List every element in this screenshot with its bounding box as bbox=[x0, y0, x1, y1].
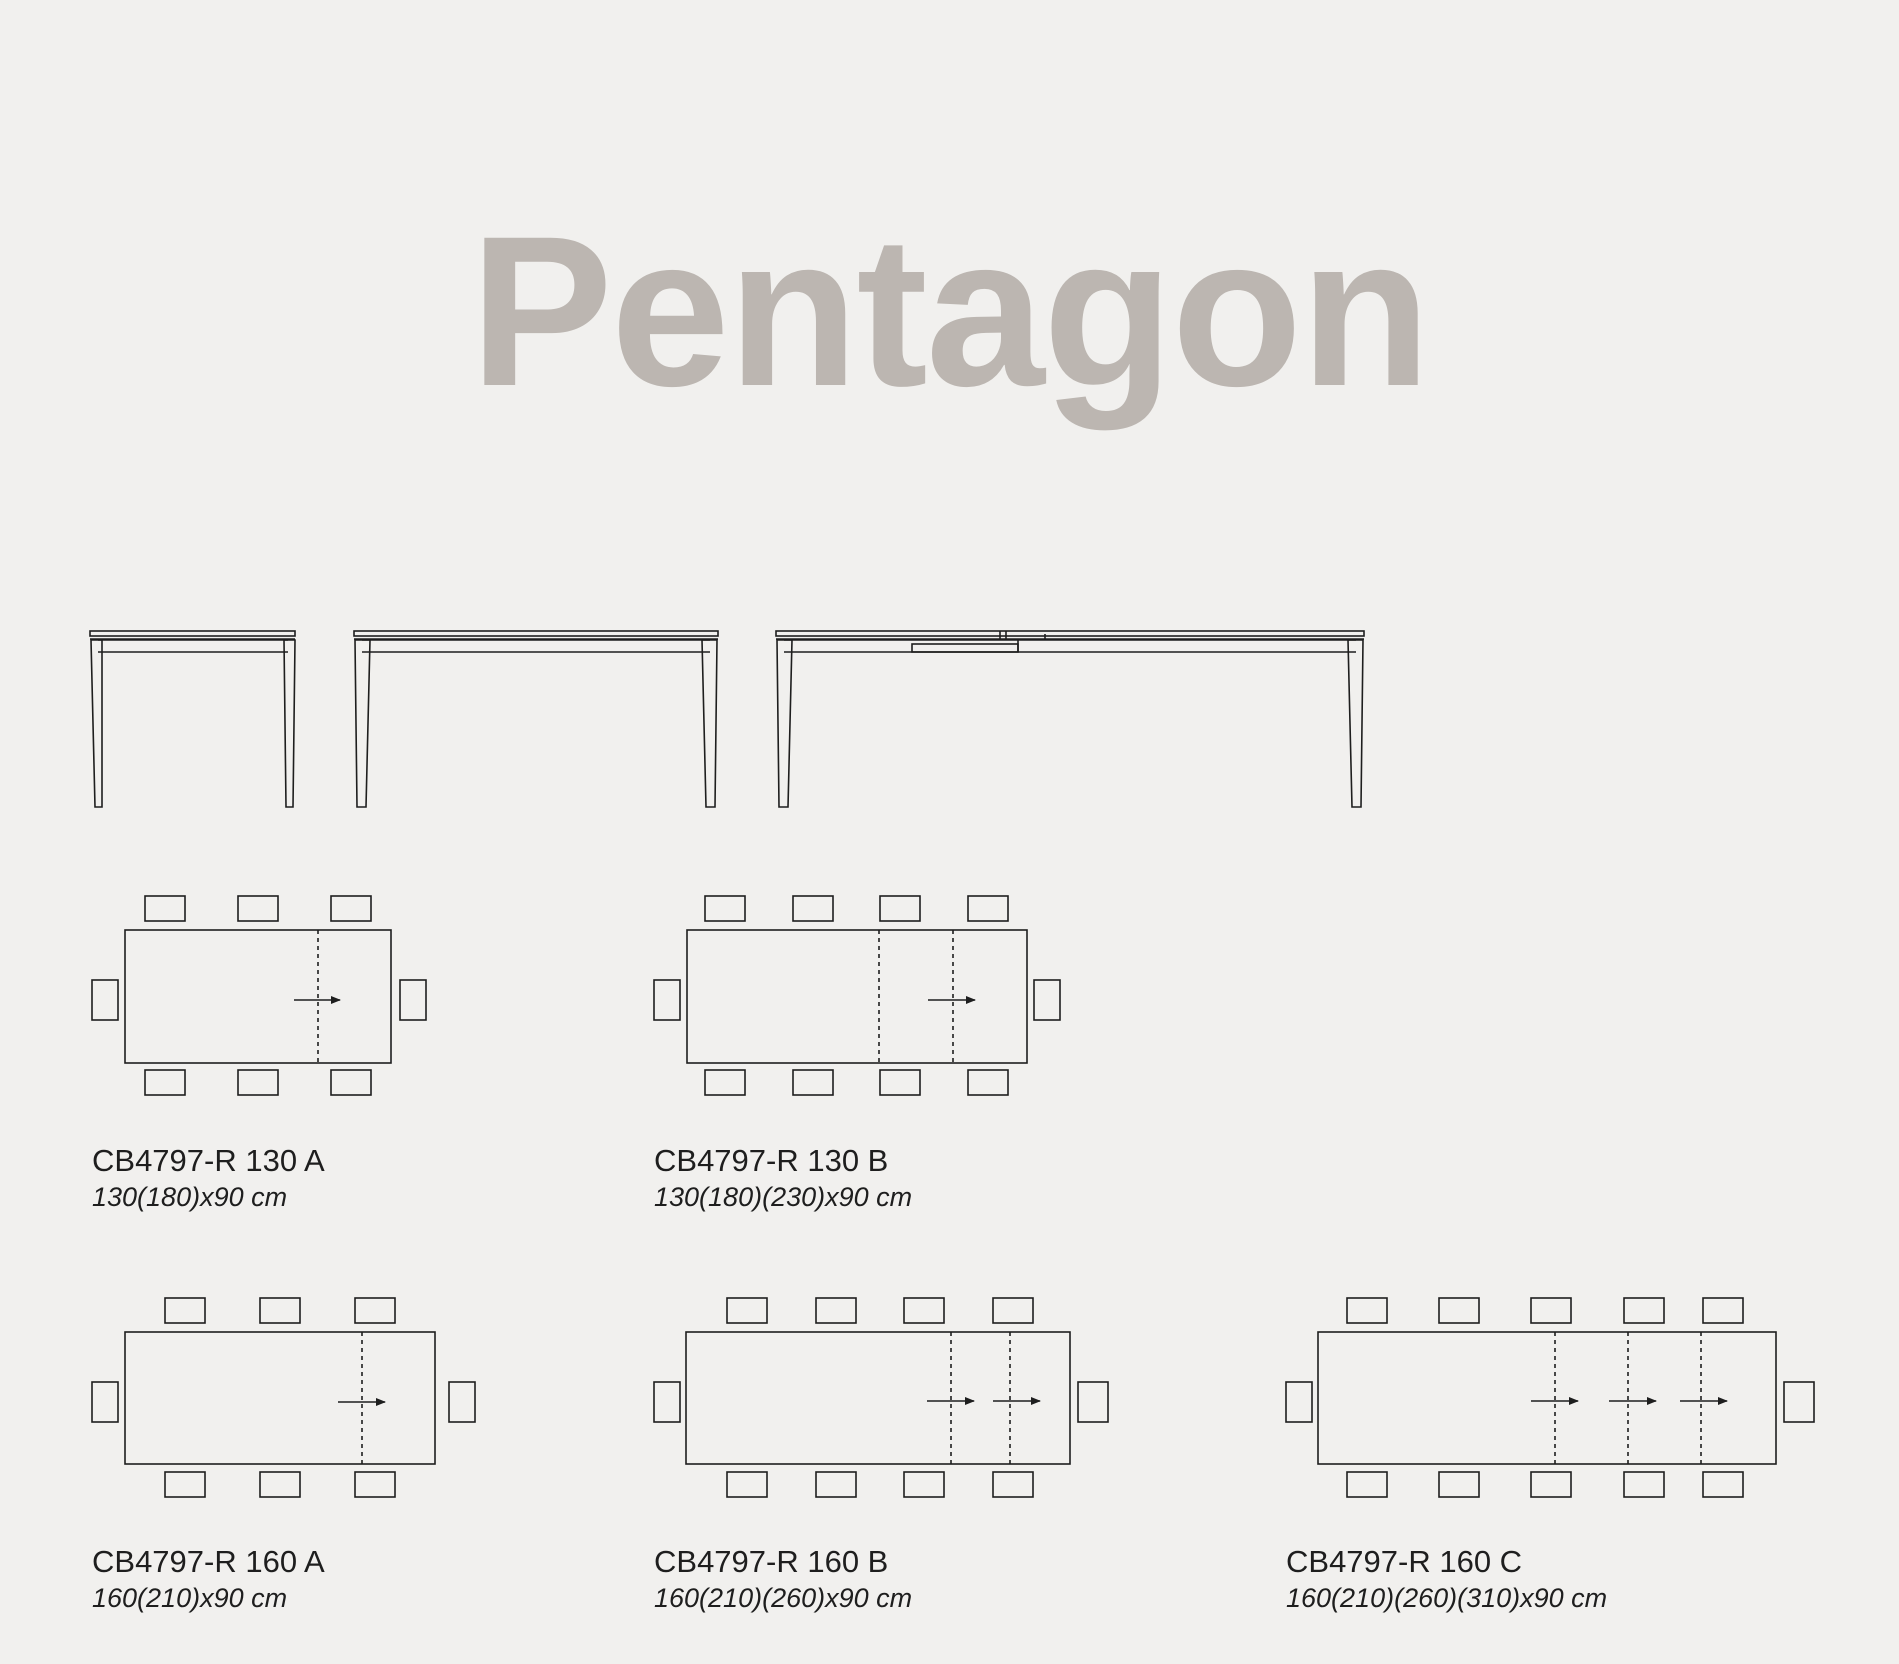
chair bbox=[259, 1297, 301, 1324]
chair bbox=[237, 895, 279, 922]
product-dimensions: 130(180)x90 cm bbox=[92, 1182, 288, 1212]
table-elevations bbox=[89, 630, 1365, 808]
chair bbox=[726, 1471, 768, 1498]
product-dimensions: 130(180)(230)x90 cm bbox=[654, 1182, 913, 1212]
product-code: CB4797-R 160 A bbox=[92, 1544, 325, 1579]
product-code: CB4797-R 130 B bbox=[654, 1143, 889, 1178]
table-top bbox=[685, 1331, 1071, 1465]
chair bbox=[1346, 1471, 1388, 1498]
plan-160-a bbox=[91, 1297, 476, 1498]
chair bbox=[1623, 1297, 1665, 1324]
chair bbox=[992, 1471, 1034, 1498]
product-dimensions: 160(210)(260)(310)x90 cm bbox=[1286, 1583, 1608, 1613]
chair bbox=[1077, 1381, 1109, 1423]
page-title: Pentagon bbox=[470, 192, 1431, 431]
chair bbox=[879, 1069, 921, 1096]
chair bbox=[903, 1471, 945, 1498]
chair bbox=[792, 1069, 834, 1096]
product-dimensions: 160(210)x90 cm bbox=[92, 1583, 288, 1613]
chair bbox=[1783, 1381, 1815, 1423]
chair bbox=[815, 1297, 857, 1324]
table-top bbox=[686, 929, 1028, 1064]
chair bbox=[792, 895, 834, 922]
chair bbox=[879, 895, 921, 922]
chair bbox=[1346, 1297, 1388, 1324]
chair bbox=[399, 979, 427, 1021]
chair bbox=[1702, 1297, 1744, 1324]
table-plans bbox=[91, 895, 1815, 1498]
chair bbox=[726, 1297, 768, 1324]
chair bbox=[903, 1297, 945, 1324]
chair bbox=[967, 895, 1009, 922]
chair bbox=[1530, 1471, 1572, 1498]
chair bbox=[1623, 1471, 1665, 1498]
chair bbox=[1285, 1381, 1313, 1423]
chair bbox=[1033, 979, 1061, 1021]
chair bbox=[448, 1381, 476, 1423]
product-code: CB4797-R 130 A bbox=[92, 1143, 325, 1178]
caption-160-c: CB4797-R 160 C 160(210)(260)(310)x90 cm bbox=[1286, 1543, 1607, 1615]
caption-160-b: CB4797-R 160 B 160(210)(260)x90 cm bbox=[654, 1543, 912, 1615]
chair bbox=[1438, 1297, 1480, 1324]
chair bbox=[1702, 1471, 1744, 1498]
chair bbox=[1530, 1297, 1572, 1324]
caption-130-a: CB4797-R 130 A 130(180)x90 cm bbox=[92, 1142, 325, 1214]
chair bbox=[992, 1297, 1034, 1324]
chair bbox=[704, 895, 746, 922]
caption-130-b: CB4797-R 130 B 130(180)(230)x90 cm bbox=[654, 1142, 912, 1214]
product-code: CB4797-R 160 C bbox=[1286, 1544, 1523, 1579]
chair bbox=[330, 895, 372, 922]
chair bbox=[354, 1471, 396, 1498]
chair bbox=[91, 1381, 119, 1423]
chair bbox=[815, 1471, 857, 1498]
plan-130-a bbox=[91, 895, 427, 1096]
chair bbox=[653, 1381, 681, 1423]
product-dimensions: 160(210)(260)x90 cm bbox=[654, 1583, 913, 1613]
table-top bbox=[1317, 1331, 1777, 1465]
chair bbox=[653, 979, 681, 1021]
caption-160-a: CB4797-R 160 A 160(210)x90 cm bbox=[92, 1543, 325, 1615]
table-top bbox=[124, 929, 392, 1064]
chair bbox=[1438, 1471, 1480, 1498]
plan-130-b bbox=[653, 895, 1061, 1096]
chair bbox=[164, 1471, 206, 1498]
chair bbox=[144, 895, 186, 922]
chair bbox=[704, 1069, 746, 1096]
front-elevation-closed-drawing bbox=[353, 630, 719, 808]
chair bbox=[237, 1069, 279, 1096]
chair bbox=[354, 1297, 396, 1324]
chair bbox=[144, 1069, 186, 1096]
front-elevation-extended-drawing bbox=[775, 630, 1365, 808]
plan-160-b bbox=[653, 1297, 1109, 1498]
chair bbox=[967, 1069, 1009, 1096]
chair bbox=[164, 1297, 206, 1324]
table-top bbox=[124, 1331, 436, 1465]
chair bbox=[259, 1471, 301, 1498]
chair bbox=[330, 1069, 372, 1096]
product-code: CB4797-R 160 B bbox=[654, 1544, 889, 1579]
plan-160-c bbox=[1285, 1297, 1815, 1498]
chair bbox=[91, 979, 119, 1021]
side-elevation-drawing bbox=[89, 630, 296, 808]
